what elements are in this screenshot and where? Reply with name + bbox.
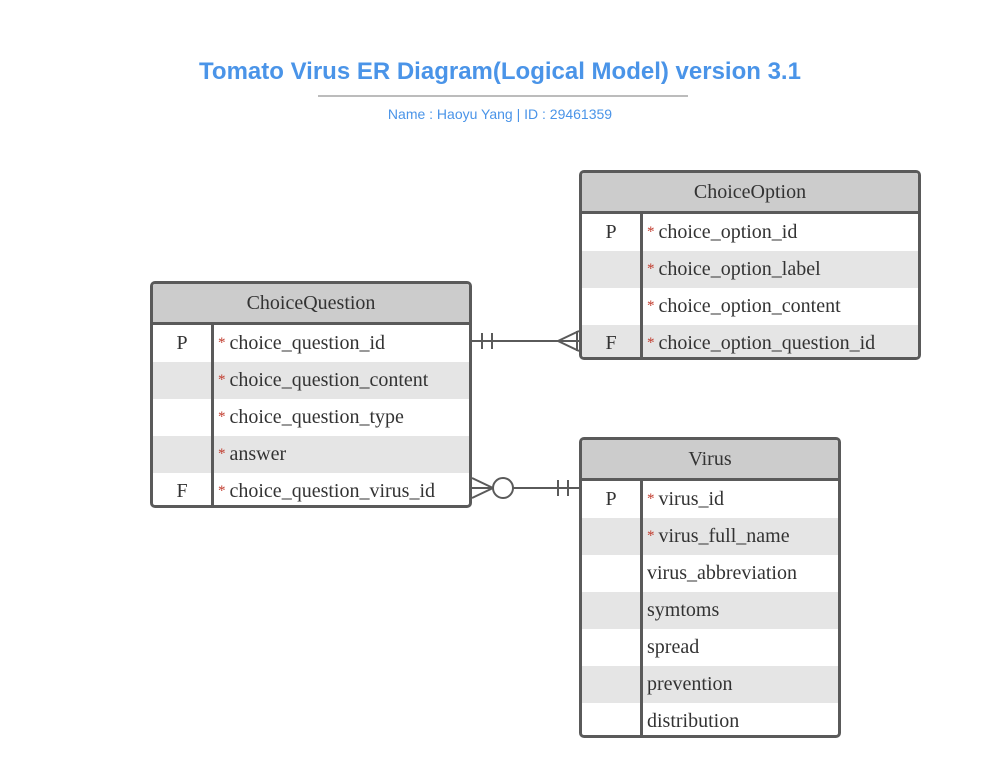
relationship-question-virus[interactable] xyxy=(471,477,579,499)
field-cell: *answer xyxy=(214,436,286,473)
field-cell: *choice_option_label xyxy=(643,251,821,288)
entity-virus-row[interactable]: P*virus_id xyxy=(582,481,838,518)
required-marker: * xyxy=(647,335,655,351)
field-name: virus_abbreviation xyxy=(647,562,797,584)
required-marker: * xyxy=(647,528,655,544)
field-cell: symtoms xyxy=(643,592,719,629)
key-type-cell xyxy=(153,436,214,473)
entity-choice-question-row[interactable]: F*choice_question_virus_id xyxy=(153,473,469,505)
field-name: choice_option_label xyxy=(658,258,821,280)
field-name: choice_option_id xyxy=(658,221,798,243)
title-underline xyxy=(318,95,688,97)
entity-choice-option-row[interactable]: *choice_option_label xyxy=(582,251,918,288)
field-name: choice_question_virus_id xyxy=(229,480,436,502)
field-name: choice_option_question_id xyxy=(658,332,876,354)
entity-choice-question-name: ChoiceQuestion xyxy=(153,284,469,325)
entity-choice-question-row[interactable]: *choice_question_type xyxy=(153,399,469,436)
entity-virus-row[interactable]: virus_abbreviation xyxy=(582,555,838,592)
diagram-subtitle: Name : Haoyu Yang | ID : 29461359 xyxy=(387,106,613,122)
entity-choice-question[interactable]: ChoiceQuestion P*choice_question_id*choi… xyxy=(150,281,472,508)
entity-virus-row[interactable]: prevention xyxy=(582,666,838,703)
entity-choice-option-row[interactable]: *choice_option_content xyxy=(582,288,918,325)
field-cell: *choice_option_id xyxy=(643,214,797,251)
required-marker: * xyxy=(218,483,226,499)
many-mark-crowfoot-bottom xyxy=(557,340,580,352)
field-cell: *virus_id xyxy=(643,481,724,518)
required-marker: * xyxy=(647,261,655,277)
entity-choice-option-row[interactable]: P*choice_option_id xyxy=(582,214,918,251)
key-type-cell xyxy=(582,592,643,629)
field-name: prevention xyxy=(647,673,733,695)
entity-virus-row[interactable]: spread xyxy=(582,629,838,666)
field-cell: *choice_question_type xyxy=(214,399,404,436)
key-type-cell: P xyxy=(153,325,214,362)
key-type-cell xyxy=(153,362,214,399)
entity-choice-option-rows: P*choice_option_id*choice_option_label*c… xyxy=(582,214,918,357)
field-name: choice_option_content xyxy=(658,295,841,317)
key-type-cell xyxy=(582,629,643,666)
field-cell: *choice_question_content xyxy=(214,362,428,399)
entity-virus-name: Virus xyxy=(582,440,838,481)
field-name: spread xyxy=(647,636,700,658)
entity-choice-question-row[interactable]: *choice_question_content xyxy=(153,362,469,399)
key-type-cell xyxy=(582,288,643,325)
key-type-cell xyxy=(582,251,643,288)
field-cell: spread xyxy=(643,629,699,666)
field-cell: prevention xyxy=(643,666,733,703)
diagram-title: Tomato Virus ER Diagram(Logical Model) v… xyxy=(199,58,801,85)
key-type-cell xyxy=(582,703,643,735)
entity-choice-question-row[interactable]: *answer xyxy=(153,436,469,473)
required-marker: * xyxy=(218,409,226,425)
required-marker: * xyxy=(647,298,655,314)
zero-mark-circle xyxy=(492,477,514,499)
many-mark-crowfoot-top xyxy=(557,330,580,342)
entity-virus-row[interactable]: symtoms xyxy=(582,592,838,629)
entity-choice-question-rows: P*choice_question_id*choice_question_con… xyxy=(153,325,469,505)
key-type-cell: F xyxy=(153,473,214,505)
entity-virus-row[interactable]: distribution xyxy=(582,703,838,735)
entity-choice-option-name: ChoiceOption xyxy=(582,173,918,214)
field-cell: distribution xyxy=(643,703,740,735)
key-type-cell xyxy=(582,555,643,592)
required-marker: * xyxy=(218,335,226,351)
key-type-cell: P xyxy=(582,214,643,251)
entity-choice-question-row[interactable]: P*choice_question_id xyxy=(153,325,469,362)
key-type-cell xyxy=(582,518,643,555)
field-cell: *choice_option_question_id xyxy=(643,325,876,357)
entity-virus-row[interactable]: *virus_full_name xyxy=(582,518,838,555)
field-cell: *virus_full_name xyxy=(643,518,790,555)
required-marker: * xyxy=(218,446,226,462)
field-cell: *choice_question_virus_id xyxy=(214,473,436,505)
key-type-cell xyxy=(582,666,643,703)
field-name: virus_id xyxy=(658,488,725,510)
relationship-question-option[interactable] xyxy=(472,330,580,352)
key-type-cell: P xyxy=(582,481,643,518)
field-cell: *choice_option_content xyxy=(643,288,841,325)
key-type-cell: F xyxy=(582,325,643,357)
field-name: choice_question_content xyxy=(229,369,429,391)
field-name: choice_question_type xyxy=(229,406,404,428)
field-name: answer xyxy=(229,443,287,465)
key-type-cell xyxy=(153,399,214,436)
required-marker: * xyxy=(647,491,655,507)
field-name: choice_question_id xyxy=(229,332,386,354)
field-name: virus_full_name xyxy=(658,525,790,547)
entity-choice-option[interactable]: ChoiceOption P*choice_option_id*choice_o… xyxy=(579,170,921,360)
field-name: symtoms xyxy=(647,599,720,621)
many-mark-crowfoot-top xyxy=(471,477,494,489)
required-marker: * xyxy=(647,224,655,240)
field-cell: virus_abbreviation xyxy=(643,555,797,592)
entity-choice-option-row[interactable]: F*choice_option_question_id xyxy=(582,325,918,357)
field-cell: *choice_question_id xyxy=(214,325,385,362)
field-name: distribution xyxy=(647,710,740,732)
many-mark-crowfoot-bottom xyxy=(471,487,494,499)
required-marker: * xyxy=(218,372,226,388)
